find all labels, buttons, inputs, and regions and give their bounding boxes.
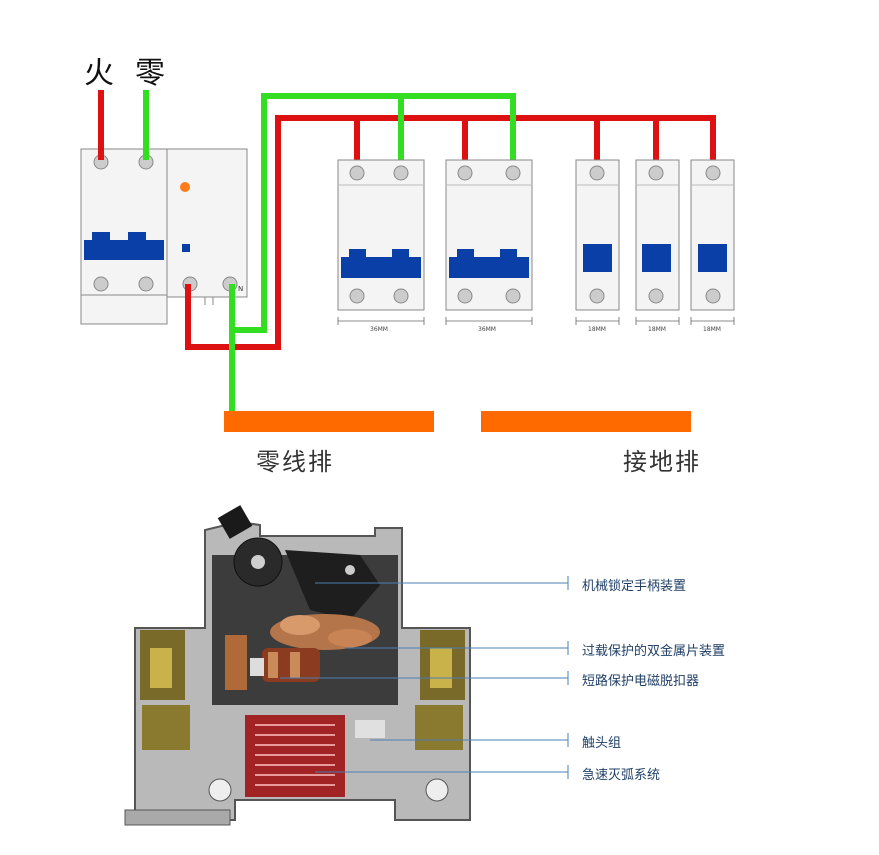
rcd-n-mark: N: [238, 285, 244, 293]
breaker-1p-2: [635, 159, 680, 311]
dim-label-1: 36MM: [370, 326, 388, 333]
ground-bar-label: 接地排: [623, 448, 701, 476]
ground-busbar: [481, 411, 691, 432]
contacts: [355, 720, 385, 738]
callout-handle-lock: 机械锁定手柄装置: [582, 579, 687, 594]
dimension-lines: [337, 317, 735, 325]
live-bus-wire: [185, 115, 716, 350]
main-breaker: [80, 148, 168, 325]
breaker-1p-1: [575, 159, 620, 311]
breaker-2p-2: [445, 159, 533, 311]
live-label: 火: [84, 56, 114, 91]
dim-label-4: 18MM: [648, 326, 666, 333]
handle-mechanism: [217, 505, 380, 620]
breaker-2p-1: [337, 159, 425, 311]
wiring-diagram: [80, 90, 735, 432]
neutral-label: 零: [135, 56, 165, 91]
callout-arc-chute: 急速灭弧系统: [582, 768, 661, 783]
callout-contacts: 触头组: [582, 736, 622, 751]
magnetic-trip: [250, 648, 320, 682]
dim-label-5: 18MM: [703, 326, 721, 333]
dim-label-3: 18MM: [588, 326, 606, 333]
arc-chute: [245, 715, 345, 797]
callout-magnetic-trip: 短路保护电磁脱扣器: [582, 674, 700, 689]
left-terminal: [140, 630, 190, 750]
breaker-1p-3: [690, 159, 735, 311]
dim-label-2: 36MM: [478, 326, 496, 333]
callout-bimetal: 过载保护的双金属片装置: [582, 644, 726, 659]
neutral-bar-label: 零线排: [256, 448, 334, 476]
callout-lines: [280, 576, 569, 779]
neutral-busbar: [224, 411, 434, 432]
breaker-cutaway: [124, 505, 569, 826]
bimetal-coil: [225, 614, 380, 690]
rcd-module: [166, 148, 248, 305]
neutral-bus-wire: [229, 93, 516, 333]
